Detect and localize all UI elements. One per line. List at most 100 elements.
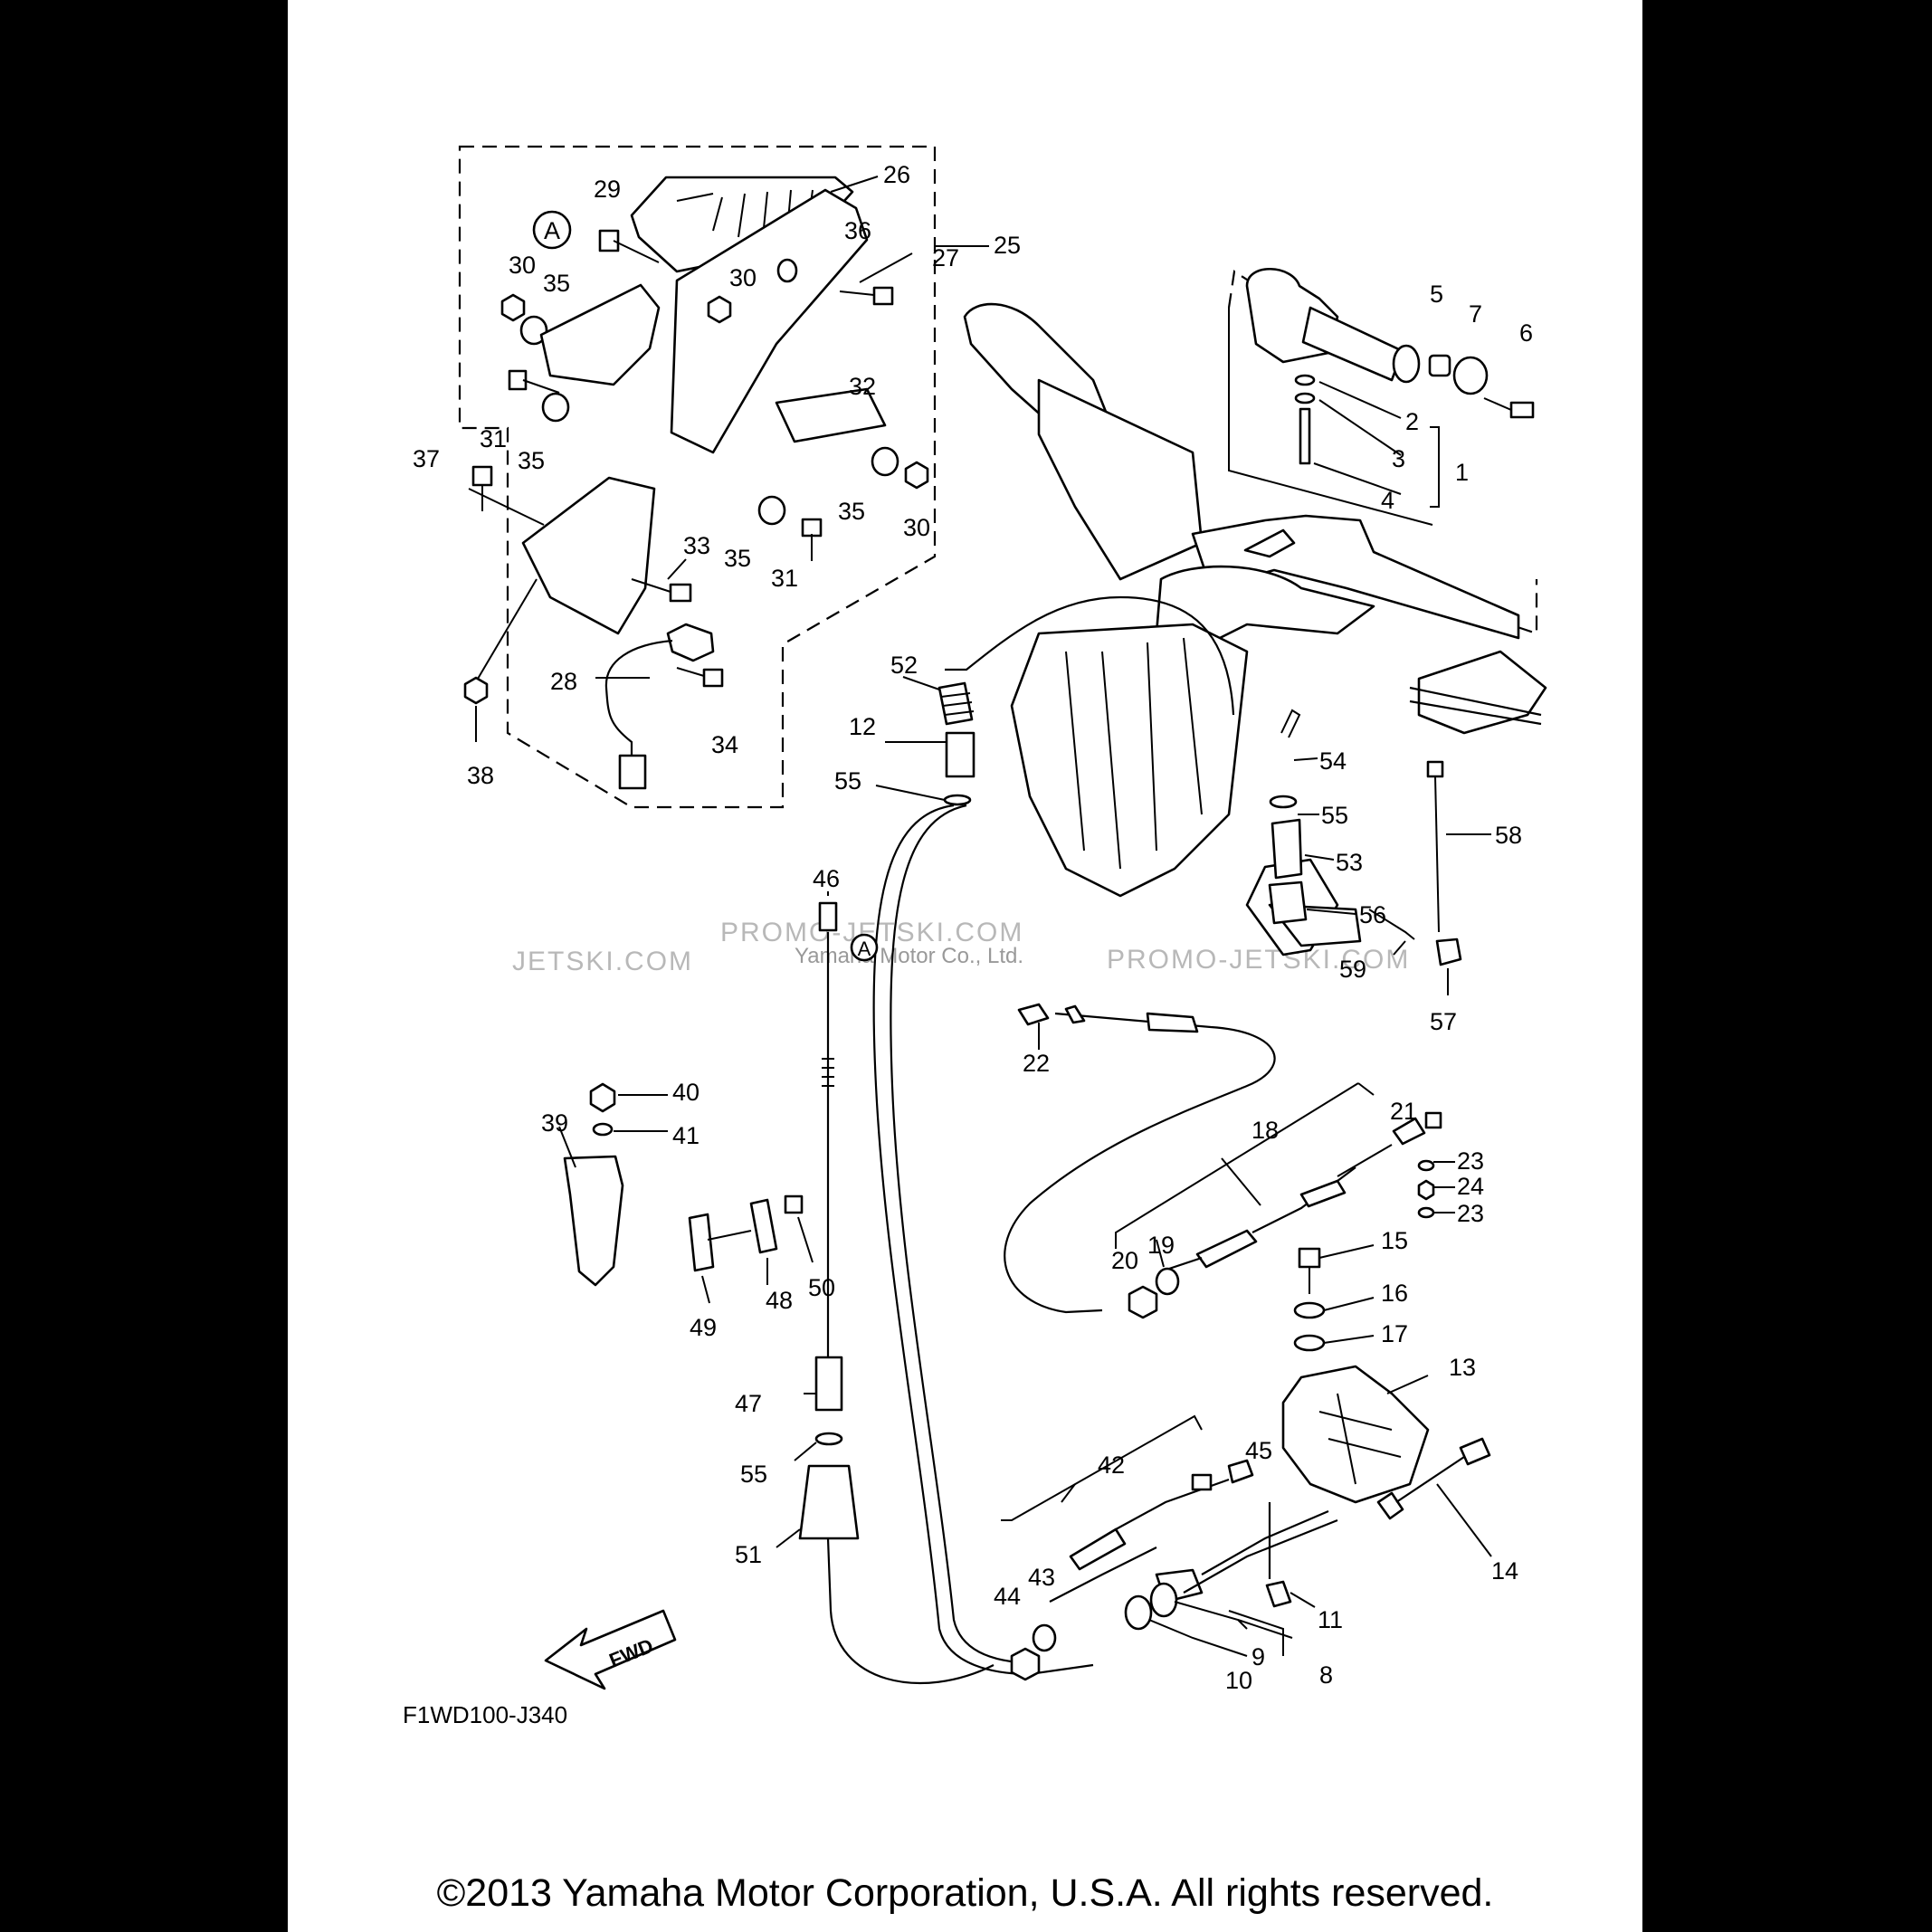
leader-33 (667, 558, 687, 580)
cable-14 (1395, 1456, 1465, 1503)
callout-9: 9 (1252, 1643, 1265, 1670)
washer-3 (1294, 392, 1316, 404)
reference-marker-a-mid-label: A (858, 937, 871, 960)
bolt-33 (669, 583, 692, 603)
callout-17: 17 (1381, 1320, 1408, 1347)
clamp-11 (1265, 1580, 1292, 1608)
callout-51: 51 (735, 1541, 762, 1568)
diagram-sheet: JETSKI.COM PROMO-JETSKI.COM PROMO-JETSKI… (288, 0, 1642, 1932)
callout-23b: 23 (1457, 1200, 1484, 1227)
washer-35-d (757, 495, 786, 526)
cable-42-nut (1069, 1528, 1127, 1571)
callout-27: 27 (932, 244, 959, 271)
callout-49: 49 (690, 1314, 717, 1341)
cover-ribs (676, 189, 814, 238)
callout-40: 40 (672, 1079, 700, 1106)
leader-13 (1386, 1375, 1429, 1394)
bracket-45 (1001, 1414, 1203, 1521)
cable-end-22b (1064, 1004, 1086, 1024)
sleeve-56 (1268, 880, 1308, 925)
callout-8: 8 (1319, 1661, 1333, 1689)
callout-42: 42 (1098, 1451, 1125, 1479)
bracket-13 (1281, 1365, 1430, 1504)
callout-30a: 30 (509, 252, 536, 279)
leader-55-top (875, 785, 946, 801)
leader-55-low (794, 1442, 817, 1461)
leader-21 (1357, 1082, 1375, 1096)
reference-marker-a-top (532, 210, 572, 250)
bolt-32 (872, 286, 894, 306)
callout-20: 20 (1111, 1247, 1138, 1274)
callout-53: 53 (1336, 849, 1363, 876)
bolt-29 (598, 229, 620, 252)
callout-55a: 55 (834, 767, 861, 795)
callout-1: 1 (1455, 459, 1469, 486)
clamp-57 (1435, 937, 1462, 966)
callout-24: 24 (1457, 1173, 1484, 1200)
cable-14-end (1376, 1491, 1404, 1520)
washer-2 (1294, 374, 1316, 386)
nut-24 (1417, 1179, 1435, 1201)
nut-30-right (904, 461, 929, 490)
nut-30-left (500, 293, 526, 322)
callout-48: 48 (766, 1287, 793, 1314)
fitting-22 (1017, 1003, 1050, 1026)
callout-39: 39 (541, 1109, 568, 1137)
callout-45: 45 (1245, 1437, 1272, 1464)
callout-58: 58 (1495, 822, 1522, 849)
callout-31a: 31 (480, 425, 507, 452)
sleeve-47 (814, 1356, 843, 1412)
handlebar-bracket (670, 188, 869, 454)
callout-54: 54 (1319, 747, 1347, 775)
callout-32: 32 (849, 373, 876, 400)
grip-end (1392, 344, 1421, 384)
right-switch-knob (1243, 528, 1296, 558)
bolt-29-shaft (613, 240, 660, 263)
callout-labels: 1 2 3 4 5 6 7 8 9 10 11 12 13 14 15 16 1… (413, 161, 1533, 1694)
cable-54-end (1280, 709, 1301, 738)
callout-15: 15 (1381, 1227, 1408, 1254)
long-cable-loop-2 (890, 804, 1040, 1665)
callout-25: 25 (994, 232, 1021, 259)
washer-36 (776, 258, 798, 283)
throttle-grip (1301, 306, 1404, 382)
ring-10 (1124, 1594, 1153, 1631)
washer-41 (592, 1122, 614, 1137)
lower-cover-panel (521, 476, 656, 635)
callout-56: 56 (1359, 901, 1386, 928)
throttle-cables-end (1409, 686, 1542, 726)
leader-3 (1318, 399, 1402, 456)
bolt-31-a-shaft (522, 379, 560, 394)
bolt-6-shaft (1483, 397, 1512, 411)
callout-21: 21 (1390, 1098, 1417, 1125)
cable-8-wires (1183, 1509, 1338, 1594)
callout-2: 2 (1405, 408, 1419, 435)
callout-28: 28 (550, 668, 577, 695)
switch-28-connector (618, 754, 647, 790)
leader-56 (1306, 909, 1356, 915)
leader-2 (1318, 381, 1402, 419)
handlebar-bar (1155, 565, 1375, 653)
callout-44: 44 (994, 1583, 1021, 1610)
callout-11: 11 (1318, 1606, 1343, 1633)
leader-53 (1304, 854, 1335, 861)
cable-boot-52-rings (940, 692, 975, 716)
callout-10: 10 (1225, 1667, 1252, 1694)
callout-33: 33 (683, 532, 710, 559)
nut-50 (784, 1194, 804, 1214)
bolt-33-shaft (631, 578, 671, 593)
bracket-13-detail (1318, 1393, 1402, 1485)
vertical-cable-thread (822, 1058, 834, 1087)
washer-35-c (871, 446, 899, 477)
leader-11 (1290, 1592, 1316, 1608)
leader-37b (477, 578, 538, 680)
leader-51 (776, 1528, 801, 1548)
cable-42-rod (1049, 1547, 1157, 1603)
callout-46: 46 (813, 865, 840, 892)
throttle-group-bracket (1228, 308, 1433, 526)
switch-28-lead (604, 639, 673, 756)
callout-47: 47 (735, 1390, 762, 1417)
nut-40 (589, 1082, 616, 1113)
vertical-cable-lower (826, 1537, 995, 1685)
cable-18-rod (1337, 1144, 1393, 1177)
